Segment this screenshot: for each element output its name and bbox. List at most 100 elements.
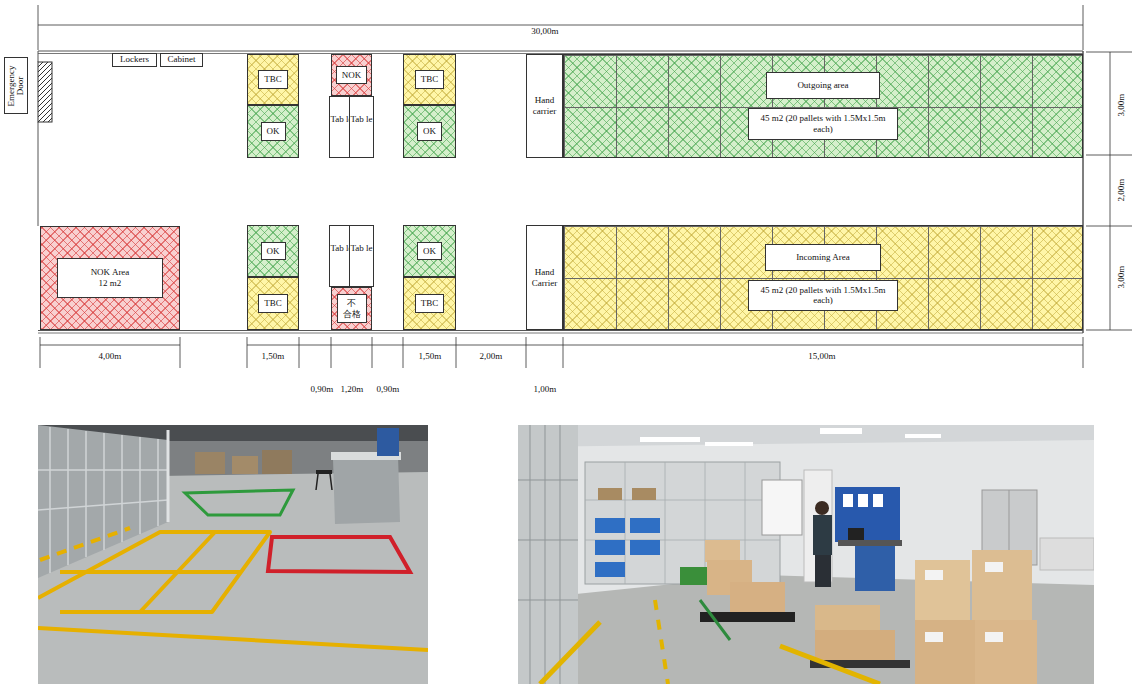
nok-area: NOK Area 12 m2 — [40, 226, 180, 330]
floor-marking-photo — [330, 474, 332, 490]
table-box: Tab le — [349, 225, 374, 287]
table-label: Tab le — [330, 243, 353, 255]
inspection-area-photo — [540, 622, 600, 684]
inspection-area-photo — [835, 487, 900, 542]
inspection-area-photo — [985, 562, 1003, 572]
inspection-area-photo — [595, 562, 625, 577]
inspection-area-photo — [700, 600, 730, 640]
inspection-area-photo — [975, 620, 1037, 684]
floor-marking-photo — [121, 435, 123, 542]
inspection-area-photo — [843, 494, 853, 507]
floor-marking-photo — [157, 439, 159, 526]
dimension-line — [403, 337, 404, 368]
box-label: Hand Carrier — [529, 267, 560, 289]
inspection-area-photo — [705, 442, 753, 446]
dimension-line — [1086, 155, 1132, 156]
dimension-line — [526, 337, 527, 368]
floor-marking-photo — [38, 628, 428, 650]
zone-tag: NOK Area 12 m2 — [57, 258, 163, 298]
inspection-area-photo — [915, 620, 975, 684]
inspection-area-photo — [595, 518, 625, 533]
inspection-area-photo — [545, 425, 546, 684]
inspection-area-photo — [780, 646, 880, 684]
inspection-area-photo — [705, 462, 706, 584]
inspection-area-photo — [972, 550, 1032, 620]
inspection-area-photo — [925, 632, 943, 642]
dimension-line — [1086, 226, 1132, 227]
inspection-area-photo — [655, 600, 668, 684]
hand-carrier-box: Hand Carrier — [526, 225, 563, 330]
inspection-area-photo — [815, 605, 880, 630]
floor-marking-photo — [185, 490, 293, 515]
dimension-label: 0,90m — [310, 385, 335, 395]
floor-marking-photo — [167, 430, 170, 522]
furniture-box: Cabinet — [160, 53, 203, 67]
dimension-line — [1083, 337, 1084, 368]
inspection-area-photo — [815, 501, 829, 515]
zone-tag: OK — [417, 242, 442, 261]
door-label: Emergency Door — [4, 57, 29, 114]
wall — [38, 51, 1083, 52]
inspection-area-photo — [858, 494, 868, 507]
floor-marking-photo — [38, 469, 168, 471]
dimension-line — [456, 337, 457, 368]
floor-marking-photo — [38, 528, 428, 650]
inspection-area-photo — [905, 434, 941, 438]
zone-tag: 45 m2 (20 pallets with 1.5Mx1.5m each) — [748, 280, 898, 312]
inspection-area-photo — [518, 425, 578, 684]
zone-tag: 45 m2 (20 pallets with 1.5Mx1.5m each) — [748, 108, 898, 140]
inspection-area-photo — [915, 560, 970, 620]
dimension-label: 0,90m — [376, 385, 401, 395]
dimension-line — [180, 337, 181, 368]
inspection-area-photo — [630, 518, 660, 533]
zone-tag: TBC — [258, 294, 288, 313]
inspection-area-photo — [730, 582, 785, 612]
inspection-area-photo — [518, 540, 578, 541]
ok-zone: OK — [247, 105, 299, 158]
floor-marking-photo — [38, 425, 428, 684]
hand-carrier-box: Hand carrier — [526, 54, 563, 158]
dimension-label: 30,00m — [530, 27, 559, 37]
inspection-area-photo — [815, 555, 831, 587]
floor-marking-photo — [195, 452, 225, 474]
inspection-area-photo — [815, 630, 895, 660]
wall — [38, 51, 1083, 333]
floor-marking-photo — [49, 427, 51, 573]
zone-tag: TBC — [415, 70, 445, 89]
floor-marking-photo — [316, 474, 332, 490]
tbc-zone: TBC — [247, 277, 299, 330]
inspection-area-photo — [530, 425, 531, 684]
dimension-line — [1110, 52, 1111, 330]
floor-marking-photo — [377, 428, 399, 456]
inspection-area-photo — [848, 528, 864, 540]
dimension-label: 3,00m — [1117, 265, 1127, 290]
zone-tag: Outgoing area — [766, 72, 879, 99]
dimension-label: 1,00m — [533, 385, 558, 395]
floor-marking-photo — [38, 425, 168, 578]
dimension-line — [1086, 330, 1132, 331]
inspection-area-photo — [873, 494, 883, 507]
zone-tag: NOK — [336, 66, 368, 85]
zone-tag: Incoming Area — [765, 244, 881, 271]
wall — [38, 51, 39, 62]
nok-zone: NOK — [331, 54, 372, 96]
box-label: Lockers — [120, 54, 149, 64]
inspection-area-photo — [1040, 538, 1094, 570]
floor-marking-photo — [40, 528, 130, 560]
floor-marking-photo — [85, 431, 87, 557]
inspection-area-photo — [632, 488, 656, 500]
table-box: Tab le — [329, 96, 354, 158]
table-box: Tab le — [329, 225, 354, 287]
dimension-label: 1,50m — [418, 352, 443, 362]
zone-tag: TBC — [415, 294, 445, 313]
inspection-area-photo — [630, 540, 660, 555]
table-label: Tab le — [330, 114, 353, 126]
inspection-area-photo — [680, 567, 708, 585]
dimension-label: 15,00m — [807, 352, 836, 362]
inspection-area-photo — [855, 546, 895, 591]
inspection-area-photo — [820, 428, 862, 434]
floor-marking-photo — [38, 425, 428, 684]
inspection-area-photo — [518, 425, 1094, 447]
